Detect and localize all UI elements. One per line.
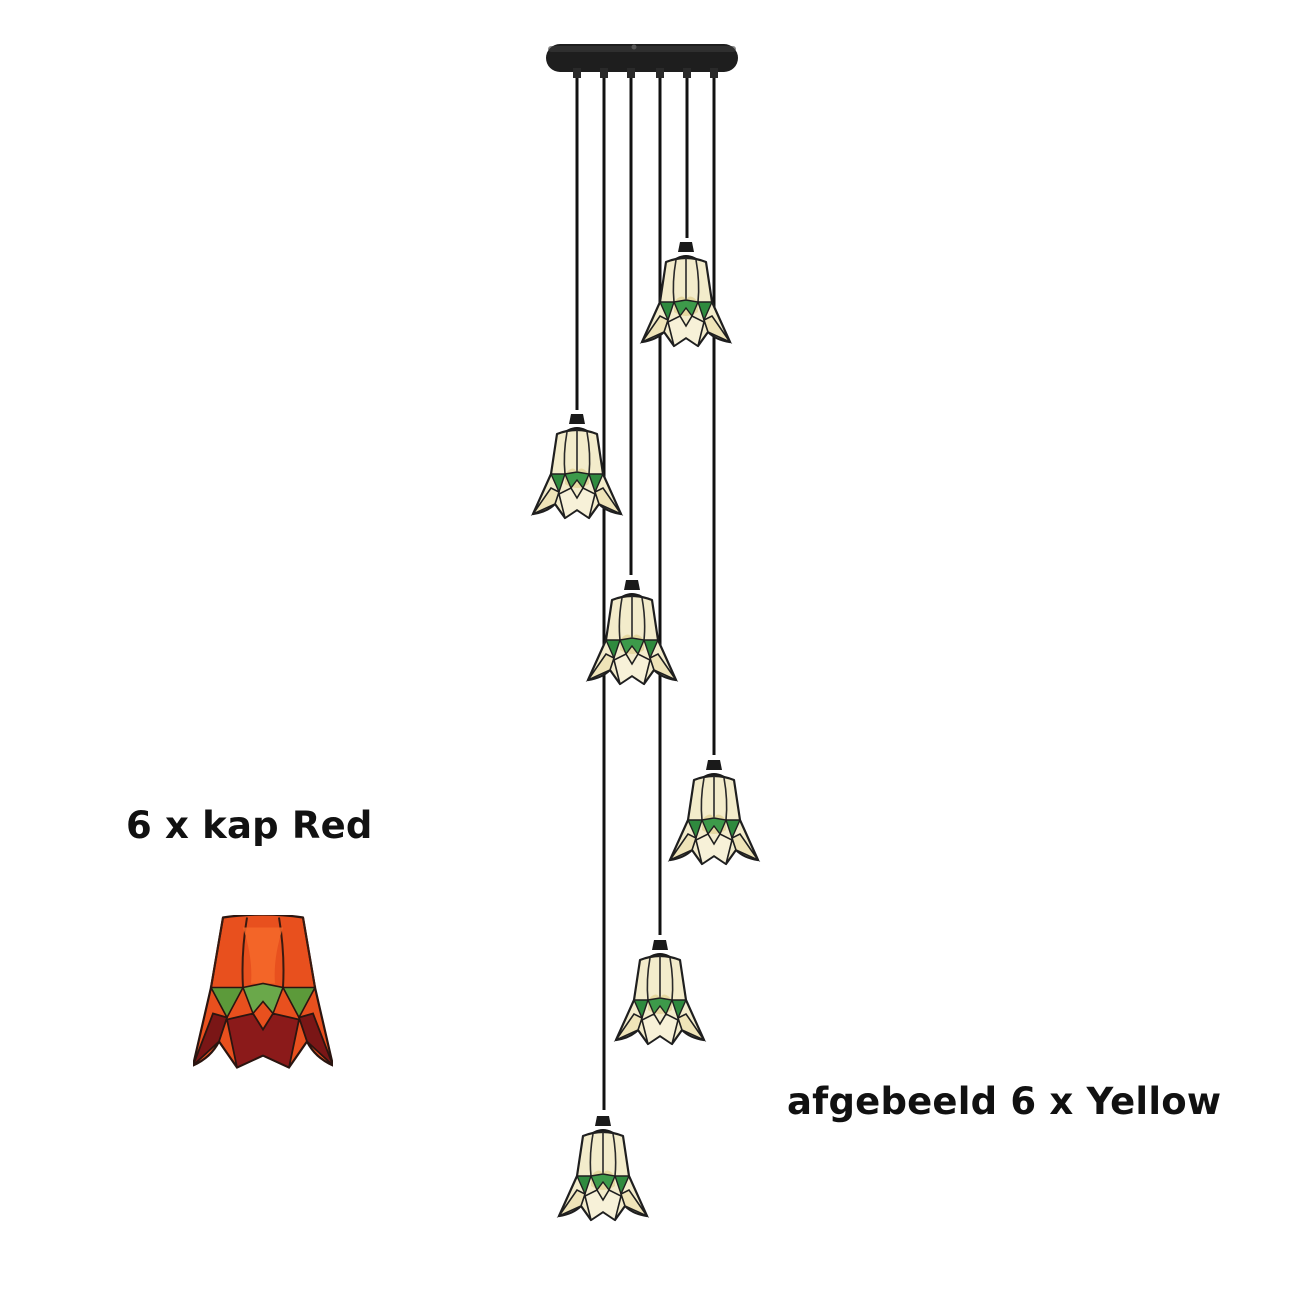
yellow-pendant-shade-4: [668, 758, 760, 866]
yellow-pendant-shade-1: [640, 240, 732, 348]
yellow-pendant-shade-2: [531, 412, 623, 520]
ceiling-canopy: [546, 44, 738, 72]
cord-grips: [573, 68, 718, 78]
shown-yellow-caption: afgebeeld 6 x Yellow: [787, 1080, 1222, 1123]
red-shade-caption: 6 x kap Red: [126, 804, 373, 847]
pendant-cords: [575, 72, 716, 1110]
yellow-pendant-shade-3: [586, 578, 678, 686]
red-shade-sample: [193, 915, 333, 1069]
yellow-pendant-shade-5: [614, 938, 706, 1046]
yellow-pendant-shade-6: [557, 1114, 649, 1222]
